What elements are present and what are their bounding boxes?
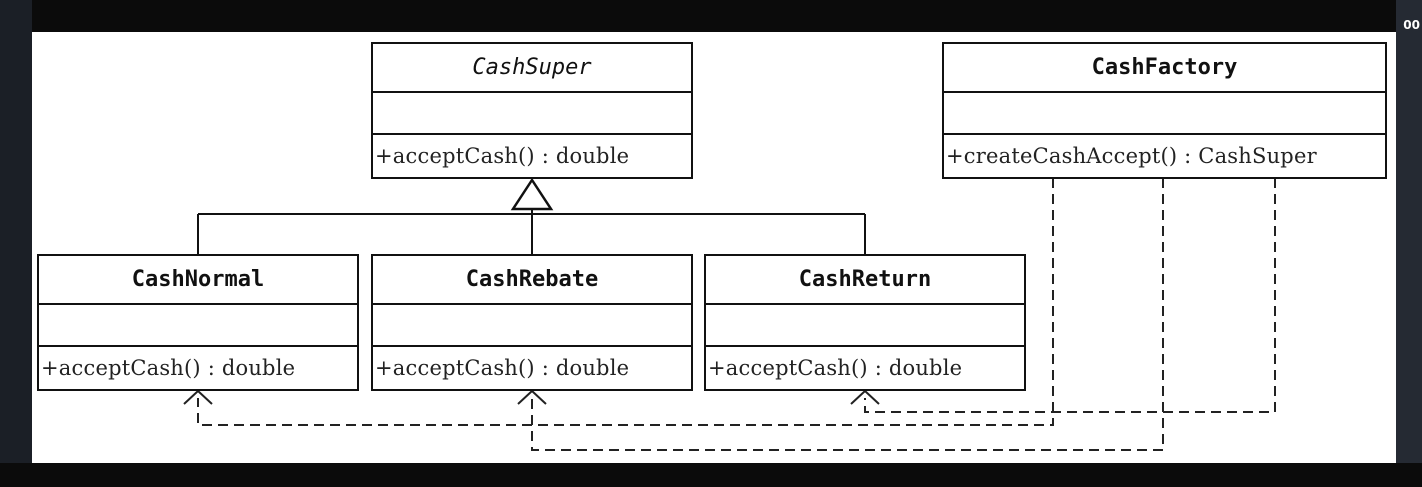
class-attributes — [373, 305, 691, 347]
class-operation: +acceptCash() : double — [708, 356, 963, 380]
class-name: CashFactory — [944, 44, 1385, 93]
generalization-arrowhead — [510, 177, 554, 211]
class-attributes — [373, 93, 691, 135]
dependency-to-cashrebate — [531, 178, 1164, 451]
class-name: CashNormal — [39, 256, 357, 305]
dependency-arrowhead-cashreturn — [850, 389, 880, 405]
corner-overlay-text: 00 — [1403, 18, 1420, 32]
class-name: CashRebate — [373, 256, 691, 305]
class-operation: +createCashAccept() : CashSuper — [946, 144, 1317, 168]
left-side-strip — [0, 0, 32, 487]
class-cashreturn: CashReturn +acceptCash() : double — [704, 254, 1026, 391]
generalization-lines — [197, 209, 866, 255]
top-black-bar — [0, 0, 1422, 32]
class-cashrebate: CashRebate +acceptCash() : double — [371, 254, 693, 391]
bottom-black-bar — [0, 463, 1422, 487]
class-cashsuper: CashSuper +acceptCash() : double — [371, 42, 693, 179]
class-attributes — [39, 305, 357, 347]
relationship-lines — [183, 177, 1276, 451]
class-attributes — [706, 305, 1024, 347]
class-cashfactory: CashFactory +createCashAccept() : CashSu… — [942, 42, 1387, 179]
dependency-lines — [197, 178, 1276, 451]
class-operation: +acceptCash() : double — [41, 356, 296, 380]
uml-diagram-canvas: CashSuper +acceptCash() : double CashFac… — [32, 32, 1396, 463]
right-side-strip — [1396, 0, 1422, 487]
class-name: CashSuper — [373, 44, 691, 93]
dependency-to-cashnormal — [197, 178, 1054, 426]
class-attributes — [944, 93, 1385, 135]
dependency-arrowhead-cashnormal — [183, 389, 213, 405]
dependency-to-cashreturn — [864, 178, 1276, 413]
class-operation: +acceptCash() : double — [375, 356, 630, 380]
class-operation: +acceptCash() : double — [375, 144, 630, 168]
class-cashnormal: CashNormal +acceptCash() : double — [37, 254, 359, 391]
dependency-arrowhead-cashrebate — [517, 389, 547, 405]
class-name: CashReturn — [706, 256, 1024, 305]
